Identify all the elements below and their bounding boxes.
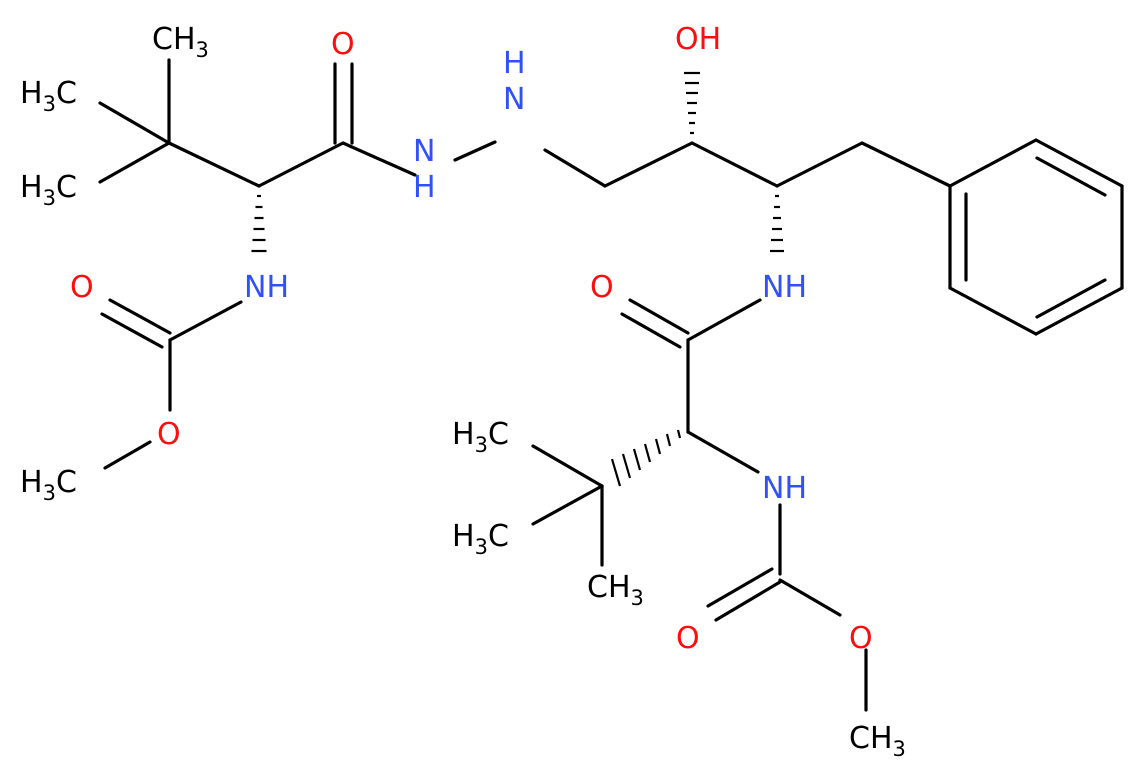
bond: [686, 298, 762, 342]
bond: [168, 300, 243, 342]
atom-label-h3c-lower-left: H3C: [20, 170, 77, 210]
atom-label-ch3-right-methoxy: CH3: [849, 721, 906, 761]
atom-label-h3c-lower-2: H3C: [452, 519, 509, 559]
atom-label-oh: OH: [675, 22, 721, 57]
bond: [453, 140, 497, 162]
atom-label-h3c-upper-left: H3C: [20, 76, 77, 116]
bond: [778, 578, 842, 617]
bond: [775, 141, 864, 188]
atom-label-o-carbonyl-1: O: [331, 27, 355, 62]
bond: [620, 312, 682, 349]
stereo-hash-layer: [251, 71, 784, 487]
bond: [100, 312, 164, 349]
bond: [98, 141, 171, 184]
bond: [1034, 286, 1124, 336]
atom-label-part: N: [503, 82, 525, 117]
bond: [714, 580, 782, 622]
atom-label-o-left-carbamate-carbonyl: O: [70, 270, 94, 305]
bond: [543, 148, 607, 188]
bond: [686, 430, 760, 474]
atom-label-h3c-left-methoxy: H3C: [20, 465, 77, 505]
bond: [108, 298, 172, 335]
hashed-wedge-bond: [770, 194, 784, 253]
bond-layer: [98, 58, 1124, 712]
hashed-wedge-bond: [684, 71, 700, 135]
bond: [948, 138, 1038, 188]
atom-label-o-left-carbamate-ester: O: [157, 417, 181, 452]
bond: [628, 298, 690, 335]
atom-label-part: N: [413, 134, 435, 169]
atom-label-nh-right-carbamate: NH: [762, 471, 807, 506]
hashed-wedge-bond: [251, 194, 267, 253]
bond: [690, 141, 779, 188]
bond: [103, 440, 152, 470]
bond: [1035, 278, 1107, 319]
bond: [1035, 156, 1107, 197]
atom-label-part: H: [503, 46, 526, 81]
atom-label-o-right-carbamate-carbonyl: O: [676, 621, 700, 656]
atom-label-nh-amide-2: NH: [762, 270, 807, 305]
bond: [167, 141, 261, 188]
atom-label-part: H: [413, 170, 436, 205]
bond: [860, 141, 952, 188]
bond: [257, 141, 345, 188]
atom-label-nh-left-carbamate: NH: [244, 270, 289, 305]
atom-label-ch3-top: CH3: [152, 22, 209, 62]
hashed-wedge-bond: [610, 429, 682, 487]
atom-label-nh-hydrazine-1: NH: [413, 134, 436, 205]
bond: [948, 286, 1038, 336]
atom-label-nh-hydrazine-2: HN: [503, 46, 526, 117]
atom-label-o-carbonyl-2: O: [590, 270, 614, 305]
bond: [531, 484, 604, 526]
bond: [603, 141, 694, 188]
bond: [531, 444, 604, 488]
bond: [98, 101, 171, 145]
atom-label-o-right-carbamate-ester: O: [849, 621, 873, 656]
atom-label-h3c-lower-1: H3C: [452, 417, 509, 457]
bond: [341, 141, 417, 177]
atom-label-ch3-lower: CH3: [587, 570, 644, 610]
bond: [1034, 138, 1124, 188]
bond: [706, 567, 774, 608]
